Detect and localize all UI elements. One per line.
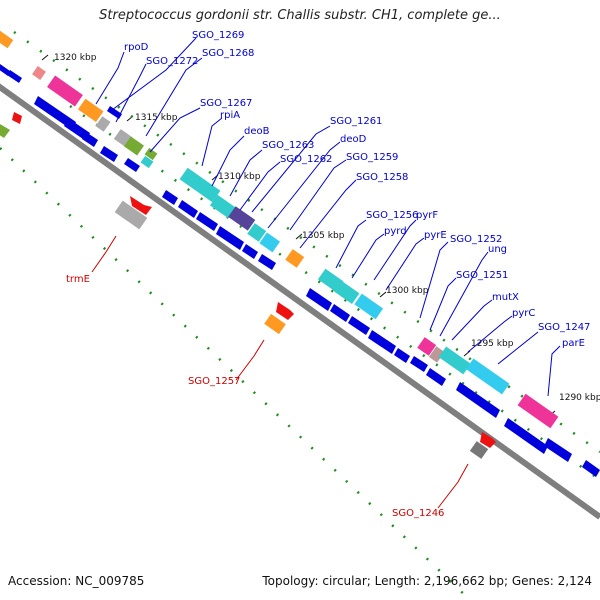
gene-label: deoB <box>244 126 270 137</box>
gene-label: mutX <box>492 292 519 303</box>
gene-label: deoD <box>340 134 367 145</box>
gene-label: pyrF <box>416 210 438 221</box>
gene-label: parE <box>562 338 585 349</box>
gene-label: SGO_1257 <box>188 376 240 387</box>
cds-arrows[interactable] <box>0 64 600 477</box>
topology-summary: Topology: circular; Length: 2,196,662 bp… <box>262 574 592 588</box>
backbone <box>0 83 600 520</box>
label-connectors-bottom <box>91 235 469 509</box>
gene-label: SGO_1259 <box>346 152 398 163</box>
gene-label: SGO_1269 <box>192 30 244 41</box>
gene-label: SGO_1261 <box>330 116 382 127</box>
gene-labels-bottom: trmE SGO_1257 SGO_1246 <box>66 274 444 519</box>
map-title: Streptococcus gordonii str. Challis subs… <box>99 8 501 23</box>
tick-label: 1305 kbp <box>302 231 345 241</box>
tick-label: 1320 kbp <box>54 53 97 63</box>
gene-label: pyrC <box>512 308 535 319</box>
gene-label: pyrd <box>384 226 407 237</box>
gene-label: ung <box>488 244 507 255</box>
gene-label: SGO_1251 <box>456 270 508 281</box>
gene-label: rpoD <box>124 42 149 53</box>
gene-label: SGO_1247 <box>538 322 590 333</box>
gene-label: trmE <box>66 274 90 285</box>
tick-label: 1295 kbp <box>471 339 514 349</box>
gene-label: SGO_1256 <box>366 210 418 221</box>
gene-label: rpiA <box>220 110 240 121</box>
gene-label: SGO_1263 <box>262 140 314 151</box>
gene-label: SGO_1258 <box>356 172 408 183</box>
gene-label: SGO_1267 <box>200 98 252 109</box>
tick-label: 1290 kbp <box>559 393 600 403</box>
tick-label: 1310 kbp <box>218 172 261 182</box>
gene-label: SGO_1246 <box>392 508 444 519</box>
gene-labels-top: rpoD SGO_1269 SGO_1272 SGO_1268 SGO_1267… <box>124 30 590 349</box>
gene-label: pyrE <box>424 230 447 241</box>
gene-label: SGO_1268 <box>202 48 254 59</box>
gene-label: SGO_1262 <box>280 154 332 165</box>
scale-tick-labels: 1320 kbp 1315 kbp 1310 kbp 1305 kbp 1300… <box>54 53 600 403</box>
tick-label: 1300 kbp <box>386 286 429 296</box>
gene-label: SGO_1272 <box>146 56 198 67</box>
feature-track-bottom[interactable] <box>0 112 496 459</box>
feature-track-top[interactable] <box>0 29 559 429</box>
gene-label: SGO_1252 <box>450 234 502 245</box>
accession-text: Accession: NC_009785 <box>8 574 145 588</box>
label-connectors-top <box>95 37 561 397</box>
